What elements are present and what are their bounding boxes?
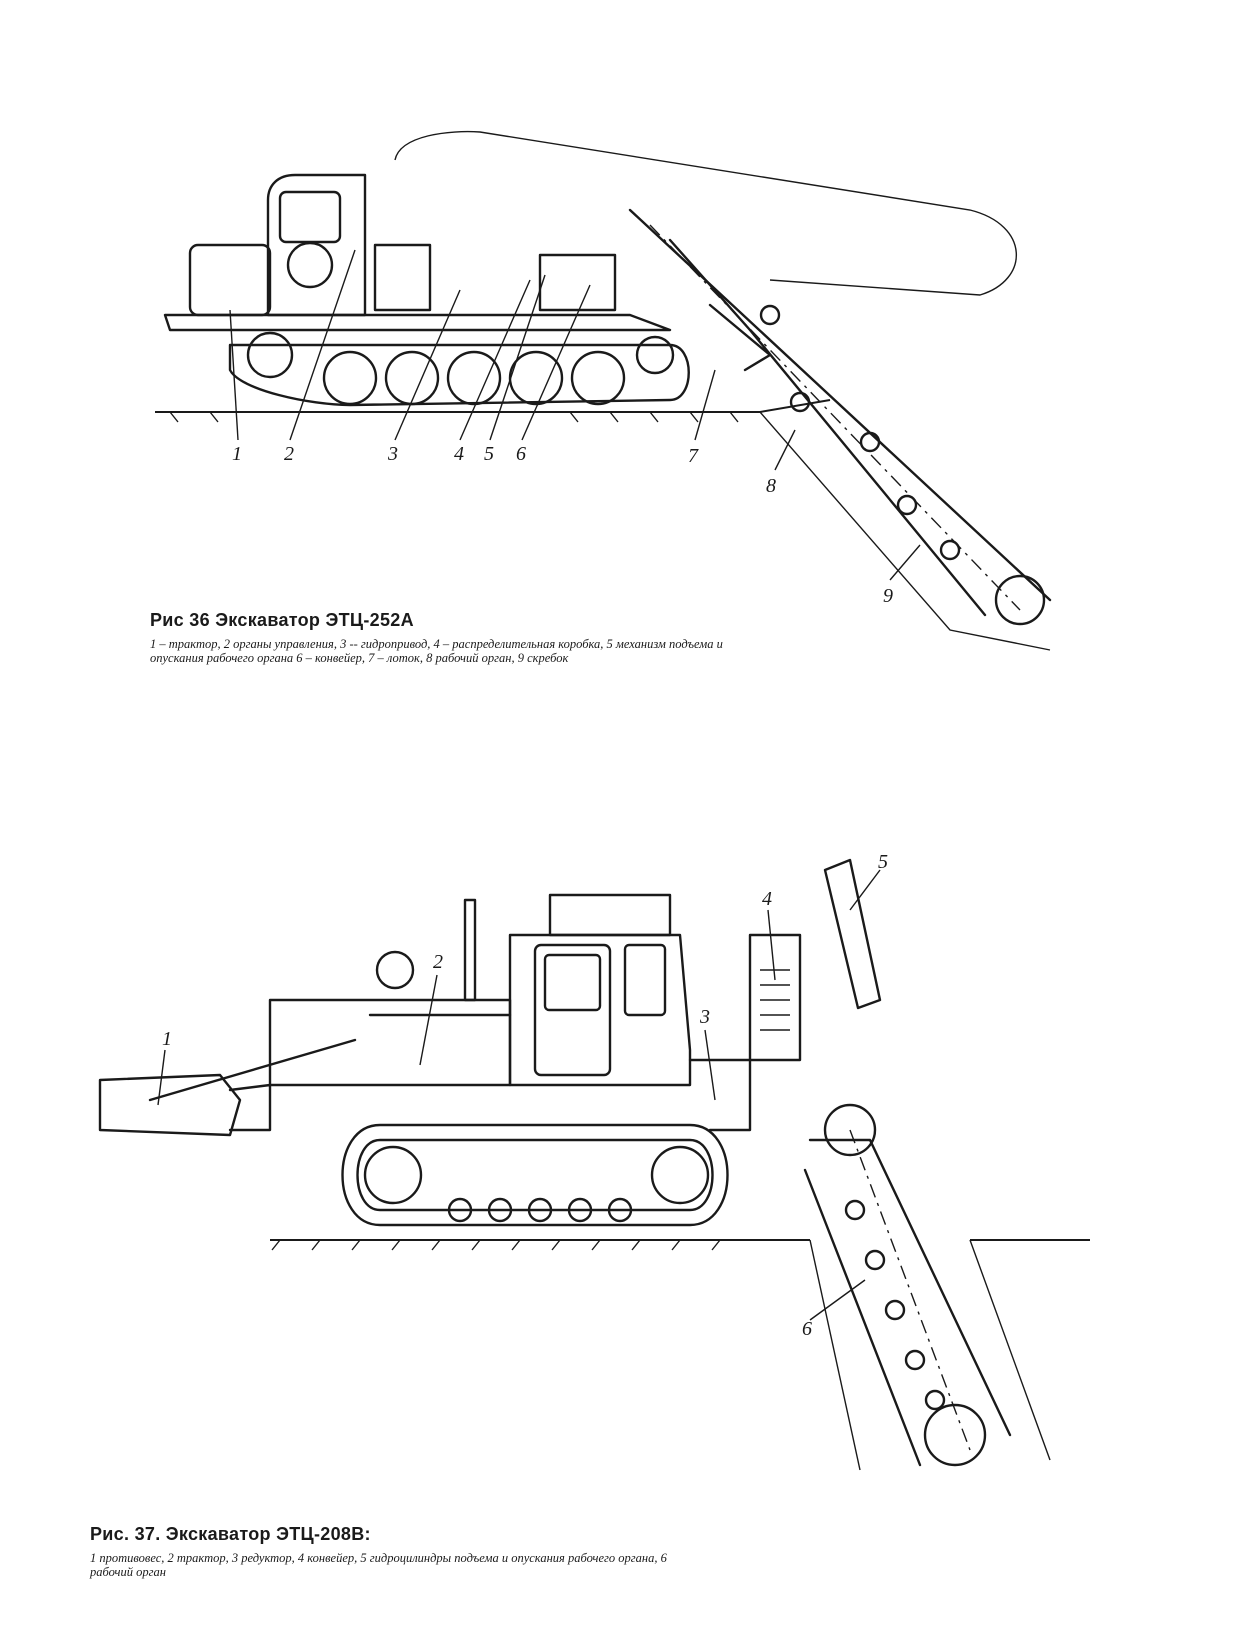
- boom-inner-edge: [803, 1168, 922, 1467]
- label-2: 2: [284, 443, 294, 465]
- label-6: 6: [516, 443, 526, 465]
- excavator-etc252a-illustration: 1 2 3 4 5 6 7 8 9: [155, 130, 1052, 651]
- label-2: 2: [433, 951, 443, 973]
- cab-door-window: [543, 953, 602, 1012]
- chain-rollers: [759, 304, 961, 561]
- part-labels: 1 2 3 4 5 6 7 8 9: [232, 443, 893, 607]
- road-wheels: [447, 1197, 633, 1223]
- label-5: 5: [878, 851, 888, 873]
- counterweight-cylinder: [148, 1038, 357, 1102]
- engine-hood: [188, 243, 272, 317]
- label-4: 4: [762, 888, 772, 910]
- crawler-track: [341, 1123, 729, 1227]
- trench-wall-right: [969, 1239, 1051, 1461]
- ground-hatching: [169, 411, 739, 423]
- figure-37-caption: Рис. 37. Экскаватор ЭТЦ-208В: 1 противов…: [90, 1524, 690, 1579]
- label-9: 9: [883, 585, 893, 607]
- raised-boom-outline: [394, 130, 1017, 296]
- figure-36-legend: 1 – трактор, 2 органы управления, 3 -- г…: [150, 637, 723, 665]
- label-4: 4: [454, 443, 464, 465]
- boom-end-sprocket: [923, 1403, 987, 1467]
- cab-window: [278, 190, 342, 244]
- figure-37-legend: 1 противовес, 2 трактор, 3 редуктор, 4 к…: [90, 1551, 667, 1579]
- counterweight: [98, 1073, 242, 1137]
- reducer: [688, 1058, 752, 1132]
- conveyor-drive: [538, 253, 617, 312]
- road-wheels: [246, 331, 675, 406]
- hydraulic-cylinder: [823, 858, 882, 1010]
- label-5: 5: [484, 443, 494, 465]
- tractor-frame: [163, 313, 672, 332]
- figure-36-title: Рис 36 Экскаватор ЭТЦ-252А: [150, 610, 414, 630]
- leader-lines: [229, 249, 921, 581]
- label-3: 3: [387, 443, 398, 465]
- label-3: 3: [699, 1006, 710, 1028]
- steering-wheel: [286, 241, 334, 289]
- counterweight-mount: [228, 1083, 272, 1132]
- crawler-track-inner: [356, 1138, 714, 1212]
- exhaust-pipe: [463, 898, 477, 1002]
- label-7: 7: [688, 445, 699, 467]
- boom-axis: [849, 1129, 971, 1451]
- boom-outer-edge: [808, 1138, 1012, 1437]
- label-8: 8: [766, 475, 776, 497]
- label-1: 1: [232, 443, 242, 465]
- figure-37-title: Рис. 37. Экскаватор ЭТЦ-208В:: [90, 1524, 371, 1544]
- boom-end-sprocket: [994, 574, 1046, 626]
- part-labels: 1 2 3 4 5 6: [162, 851, 888, 1340]
- cab-side-window: [623, 943, 667, 1017]
- cab-roof: [548, 893, 672, 937]
- boom-head-sprocket: [823, 1103, 877, 1157]
- boom-upper-edge: [628, 208, 1052, 602]
- figure-36-drawing: 1 2 3 4 5 6 7 8 9: [150, 130, 1110, 690]
- leader-lines: [157, 869, 881, 1321]
- boom-axis: [649, 224, 1021, 611]
- hydraulic-tank: [373, 243, 432, 312]
- idler-wheel: [363, 1145, 423, 1205]
- ground-hatching: [271, 1239, 721, 1251]
- label-1: 1: [162, 1028, 172, 1050]
- engine-hood: [268, 998, 512, 1087]
- conveyor-slats: [760, 969, 790, 1031]
- air-filter: [375, 950, 415, 990]
- trench-wall-left: [809, 1239, 861, 1471]
- conveyor: [748, 933, 802, 1062]
- drive-sprocket: [650, 1145, 710, 1205]
- boom-lower-edge: [668, 238, 987, 617]
- excavator-etc208v-illustration: 1 2 3 4 5 6: [98, 851, 1090, 1471]
- figure-37-drawing: 1 2 3 4 5 6: [90, 840, 1170, 1520]
- crawler-track: [228, 343, 690, 407]
- chute: [708, 303, 772, 372]
- trench-wall: [759, 411, 1051, 651]
- label-6: 6: [802, 1318, 812, 1340]
- cab: [266, 173, 367, 317]
- cab-door: [533, 943, 612, 1077]
- figure-36-caption: Рис 36 Экскаватор ЭТЦ-252А 1 – трактор, …: [150, 610, 770, 665]
- chain-rollers: [844, 1199, 946, 1411]
